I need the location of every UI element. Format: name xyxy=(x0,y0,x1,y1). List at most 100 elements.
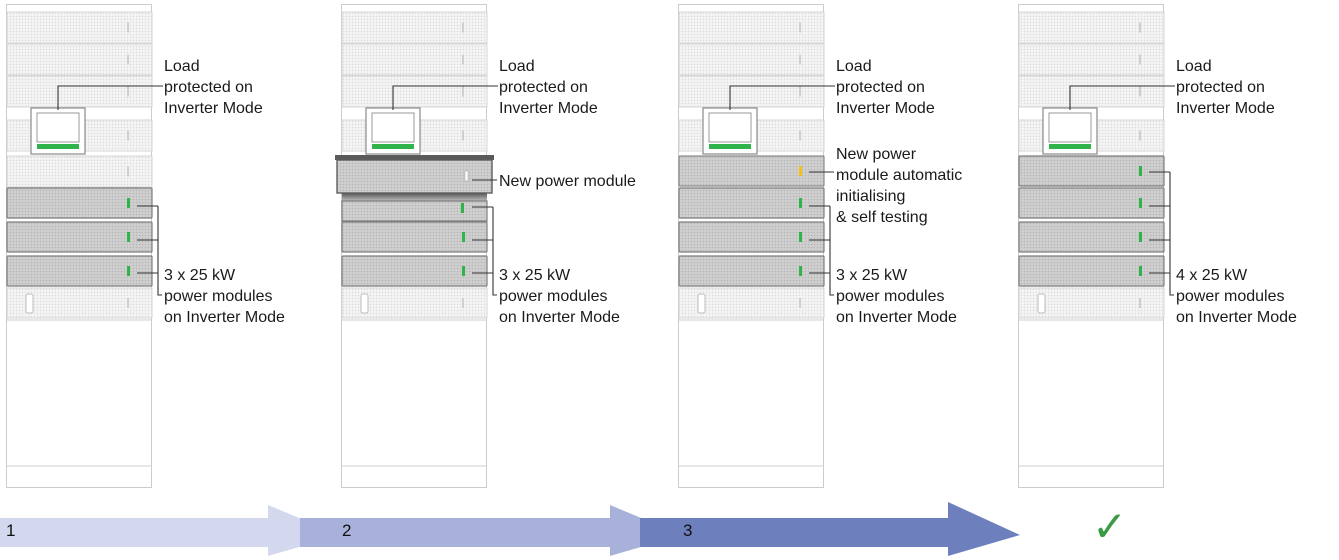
power-module xyxy=(6,187,153,219)
breaker-switch xyxy=(1037,293,1046,314)
blank-slot-handle xyxy=(1139,86,1141,97)
modules-label: 4 x 25 kW power modules on Inverter Mode xyxy=(1176,267,1297,326)
blank-slot xyxy=(6,11,153,44)
display-status-bar xyxy=(372,144,414,149)
blank-slot-handle xyxy=(462,86,464,97)
progress-arrows xyxy=(0,502,1020,556)
blank-slot xyxy=(341,43,488,76)
blank-slot-handle xyxy=(1139,22,1141,33)
blank-slot xyxy=(678,43,825,76)
blank-slot-handle xyxy=(127,54,129,65)
power-module-led xyxy=(1139,232,1142,242)
rack-4 xyxy=(1018,4,1175,488)
empty-module-slot xyxy=(6,155,153,188)
rack-1 xyxy=(6,4,163,488)
power-module-led xyxy=(799,198,802,208)
load-label: Load protected on Inverter Mode xyxy=(164,58,263,117)
display-screen xyxy=(371,112,415,143)
display-screen xyxy=(1048,112,1092,143)
progress-arrow-1 xyxy=(0,505,340,556)
power-module-led xyxy=(1139,198,1142,208)
module-bracket xyxy=(157,206,162,296)
load-label: Load protected on Inverter Mode xyxy=(836,58,935,117)
power-module-led xyxy=(462,266,465,276)
new-module-label: New power module automatic initialising … xyxy=(836,146,963,226)
load-label: Load protected on Inverter Mode xyxy=(1176,58,1275,117)
empty-module-slot-handle xyxy=(127,166,129,177)
power-module xyxy=(6,221,153,253)
blank-slot-handle xyxy=(462,130,464,141)
blank-slot xyxy=(341,11,488,44)
breaker-slot-handle xyxy=(1139,298,1141,308)
power-module-led xyxy=(799,232,802,242)
power-module-led xyxy=(799,266,802,276)
rack-3 xyxy=(678,4,835,488)
module-shadow xyxy=(342,193,487,201)
new-power-module-led xyxy=(1139,166,1142,176)
blank-slot xyxy=(1018,75,1165,108)
module-bracket xyxy=(1169,172,1174,296)
power-module-led xyxy=(1139,266,1142,276)
blank-slot-handle xyxy=(1139,130,1141,141)
new-power-module xyxy=(336,159,493,194)
breaker-slot-handle xyxy=(799,298,801,308)
power-module-led xyxy=(127,266,130,276)
display-screen xyxy=(36,112,80,143)
load-label: Load protected on Inverter Mode xyxy=(499,58,598,117)
load-leader-line xyxy=(392,85,498,110)
modules-label: 3 x 25 kW power modules on Inverter Mode xyxy=(164,267,285,326)
load-leader-line xyxy=(1069,85,1175,110)
power-module xyxy=(6,255,153,287)
blank-slot-handle xyxy=(462,22,464,33)
new-power-module xyxy=(1018,155,1165,187)
power-module xyxy=(1018,255,1165,287)
progress-arrow-3 xyxy=(640,502,1020,556)
display-status-bar xyxy=(37,144,79,149)
power-module xyxy=(678,221,825,253)
blank-slot xyxy=(6,43,153,76)
module-bracket xyxy=(829,206,834,296)
power-module xyxy=(1018,221,1165,253)
rack-layer xyxy=(6,4,1175,488)
load-leader-line xyxy=(57,85,163,110)
breaker-slot-handle xyxy=(462,298,464,308)
module-bracket xyxy=(492,207,497,296)
blank-slot xyxy=(6,75,153,108)
blank-slot-handle xyxy=(799,54,801,65)
new-module-label: New power module xyxy=(499,173,636,190)
complete-check-icon: ✓ xyxy=(1092,503,1128,550)
blank-slot-handle xyxy=(1139,54,1141,65)
breaker-slot-handle xyxy=(127,298,129,308)
new-module-led-off xyxy=(464,170,469,182)
progress-arrow-2 xyxy=(300,505,682,556)
load-leader-line xyxy=(729,85,835,110)
power-module xyxy=(341,255,488,287)
step-number-3: 3 xyxy=(683,521,693,540)
step-number-2: 2 xyxy=(342,521,352,540)
power-module xyxy=(341,221,488,253)
blank-slot-handle xyxy=(127,86,129,97)
display-status-bar xyxy=(709,144,751,149)
modules-label: 3 x 25 kW power modules on Inverter Mode xyxy=(836,267,957,326)
blank-slot-handle xyxy=(127,22,129,33)
power-module-led xyxy=(127,232,130,242)
rack-2 xyxy=(335,4,498,488)
new-power-module-led xyxy=(799,166,802,176)
power-module-led xyxy=(462,232,465,242)
blank-slot-handle xyxy=(462,54,464,65)
breaker-switch xyxy=(697,293,706,314)
module-top-edge xyxy=(335,155,494,160)
new-power-module xyxy=(678,155,825,187)
step-number-1: 1 xyxy=(6,521,16,540)
blank-slot-handle xyxy=(799,22,801,33)
blank-slot-handle xyxy=(127,130,129,141)
power-module xyxy=(1018,187,1165,219)
breaker-switch xyxy=(360,293,369,314)
power-module xyxy=(678,187,825,219)
blank-slot xyxy=(678,75,825,108)
breaker-switch xyxy=(25,293,34,314)
power-module-led xyxy=(461,203,464,213)
power-module xyxy=(678,255,825,287)
blank-slot xyxy=(678,11,825,44)
